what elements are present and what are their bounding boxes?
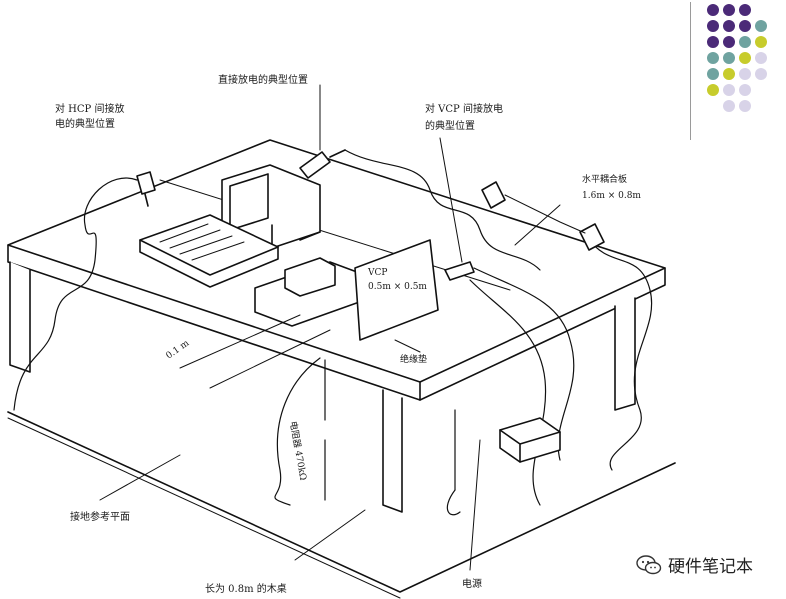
table-leg-back-right — [614, 297, 636, 411]
decor-dot — [707, 4, 719, 16]
hcp-plate-line-2: 1.6m × 0.8m — [582, 191, 641, 201]
vcp-position-label: 对 VCP 间接放电 的典型位置 — [425, 101, 503, 135]
vcp-plate-label: VCP 0.5m × 0.5m — [368, 266, 427, 294]
hcp-position-label: 对 HCP 间接放 电的典型位置 — [55, 102, 124, 132]
decor-dot — [707, 20, 719, 32]
hcp-position-line-1: 对 HCP 间接放 — [55, 104, 125, 115]
hcp-clamp-1 — [481, 181, 506, 209]
watermark-text: 硬件笔记本 — [668, 557, 753, 577]
decor-dot — [739, 36, 751, 48]
decor-dot — [707, 68, 719, 80]
decor-dot — [723, 68, 735, 80]
insulation-label: 绝缘垫 — [400, 355, 428, 365]
vcp-plate — [354, 239, 439, 341]
eut-box — [254, 257, 366, 327]
cable-4 — [469, 279, 547, 506]
decor-dot — [723, 100, 735, 112]
vcp-position-line-2: 的典型位置 — [425, 121, 475, 132]
esd-gun-vcp — [444, 261, 475, 281]
cable-6 — [274, 357, 321, 506]
table-top — [7, 139, 666, 383]
decor-dot — [739, 20, 751, 32]
decor-dot — [723, 84, 735, 96]
decorative-dot-grid — [707, 4, 786, 124]
decor-dot — [723, 4, 735, 16]
cable-5 — [587, 237, 653, 471]
cable-3 — [473, 267, 575, 461]
vcp-position-line-1: 对 VCP 间接放电 — [425, 104, 503, 115]
ground-plane — [7, 411, 676, 593]
decor-dot — [739, 84, 751, 96]
decor-dot — [707, 36, 719, 48]
decor-dot — [755, 20, 767, 32]
decor-dot — [739, 100, 751, 112]
table-leg-front-right — [382, 389, 403, 513]
vcp-plate-line-2: 0.5m × 0.5m — [368, 282, 427, 292]
esd-gun-direct — [299, 151, 331, 179]
decor-dot — [723, 52, 735, 64]
decor-dot — [707, 52, 719, 64]
decor-dot — [755, 36, 767, 48]
power-supply — [499, 417, 561, 463]
decor-dot — [755, 68, 767, 80]
vcp-plate-line-1: VCP — [368, 268, 388, 278]
decor-dot — [707, 84, 719, 96]
decor-dot — [739, 4, 751, 16]
hcp-plate-label: 水平耦合板 1.6m × 0.8m — [582, 172, 641, 204]
wire-label: 长为 0.8m 的木桌 — [205, 584, 287, 595]
decor-dot — [739, 52, 751, 64]
decor-dot — [739, 68, 751, 80]
ground-plane-label: 接地参考平面 — [70, 512, 130, 523]
decor-dot — [755, 52, 767, 64]
cable-2 — [344, 149, 541, 271]
watermark: 硬件笔记本 — [636, 552, 753, 577]
hcp-plate-line-1: 水平耦合板 — [582, 175, 628, 185]
table-leg-front-left — [9, 261, 31, 373]
decor-dot — [723, 36, 735, 48]
esd-gun-hcp — [136, 171, 156, 195]
cable-1 — [13, 177, 138, 411]
decor-dot — [723, 20, 735, 32]
keyboard — [139, 214, 279, 288]
slide-divider — [690, 2, 691, 140]
hcp-position-line-2: 电的典型位置 — [55, 119, 115, 130]
direct-position-label: 直接放电的典型位置 — [218, 75, 308, 86]
hcp-clamp-2 — [579, 223, 605, 251]
power-label: 电源 — [462, 579, 482, 590]
wechat-icon — [636, 554, 662, 574]
